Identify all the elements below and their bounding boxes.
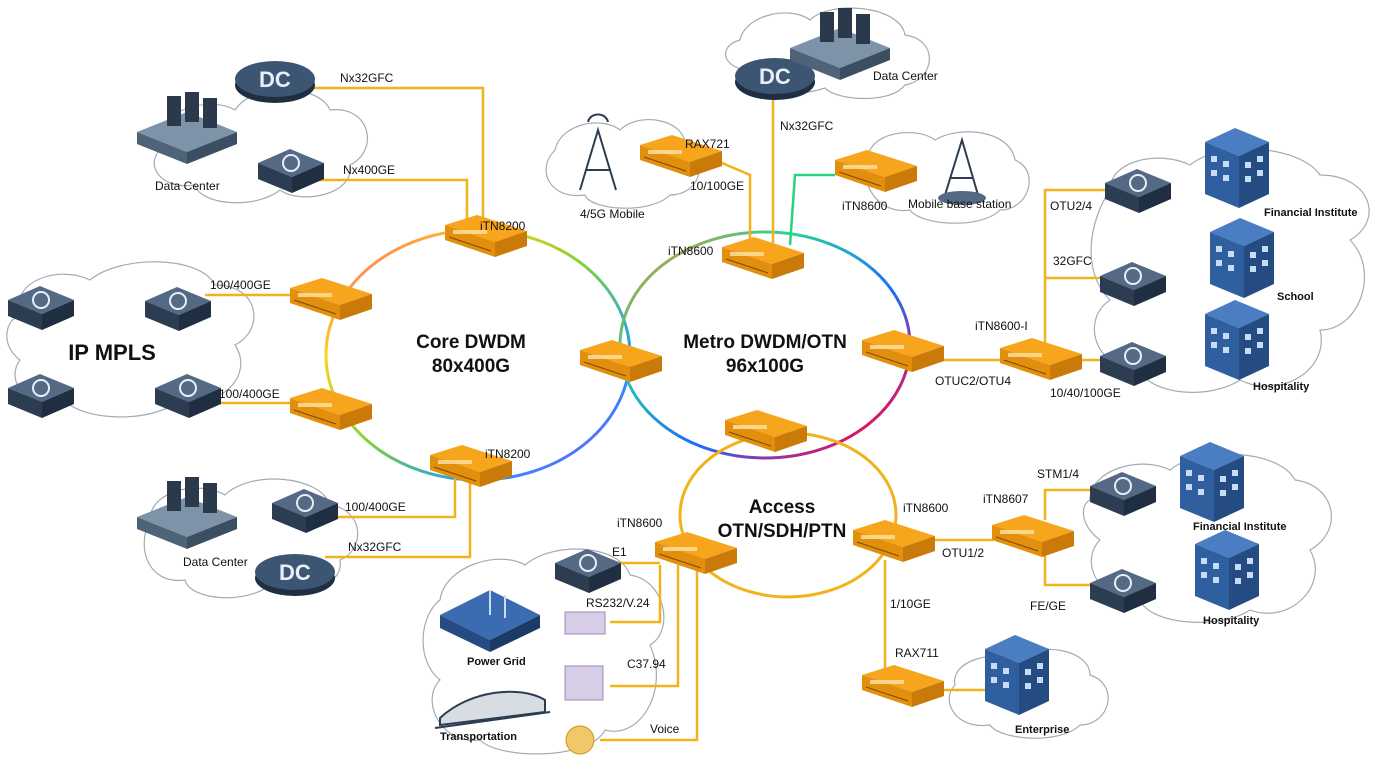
building-hospitality-2	[1195, 530, 1259, 610]
link-nx32gfc-top	[300, 86, 485, 225]
metro-ring-title: Metro DWDM/OTN	[683, 332, 847, 353]
label-metro-right: iTN8600-I	[975, 319, 1028, 333]
link-nx400ge	[300, 178, 469, 225]
label-rs232: RS232/V.24	[586, 596, 650, 610]
link-100-400-c	[320, 470, 457, 519]
building-school	[1210, 218, 1274, 298]
label-100-400-a: 100/400GE	[210, 278, 271, 292]
terminal-icon-c3794	[564, 665, 604, 701]
device-core-metro-shared	[579, 339, 663, 383]
label-metro-top: iTN8600	[668, 244, 714, 258]
device-access-right	[852, 519, 936, 563]
label-financial-2: Financial Institute	[1193, 521, 1287, 533]
label-dc-bottom-left: Data Center	[183, 555, 248, 569]
label-10-40-100ge: 10/40/100GE	[1050, 386, 1121, 400]
link-rax721	[714, 158, 752, 240]
label-32gfc: 32GFC	[1053, 254, 1092, 268]
label-otuc2-otu4: OTUC2/OTU4	[935, 374, 1011, 388]
link-mobile-bs	[788, 173, 835, 246]
label-1-10ge: 1/10GE	[890, 597, 931, 611]
link-voice	[600, 565, 699, 742]
label-nx32gfc-bottom: Nx32GFC	[348, 540, 402, 554]
label-45g-mobile: 4/5G Mobile	[580, 207, 645, 221]
link-nx32gfc-bottom	[325, 470, 472, 559]
building-financial-1	[1205, 128, 1269, 208]
tower-icon-45g	[579, 113, 617, 191]
metro-ring-capacity: 96x100G	[726, 356, 804, 377]
label-rax711: RAX711	[895, 646, 939, 660]
core-ring-title: Core DWDM	[416, 332, 526, 353]
label-100-400-c: 100/400GE	[345, 500, 406, 514]
label-nx400ge: Nx400GE	[343, 163, 395, 177]
label-transportation: Transportation	[440, 731, 517, 743]
building-hospitality-1	[1205, 300, 1269, 380]
cloud-mobile-bs	[864, 131, 1030, 224]
device-core-left-top	[289, 277, 373, 321]
label-stm1-4: STM1/4	[1037, 467, 1079, 481]
device-metro-access-shared	[724, 409, 808, 453]
label-enterprise: Enterprise	[1015, 724, 1069, 736]
label-metro-base: iTN8600	[842, 199, 888, 213]
label-100-400-b: 100/400GE	[219, 387, 280, 401]
ip-mpls-label: IP MPLS	[68, 340, 156, 365]
link-c3794	[610, 565, 680, 688]
device-itn8607	[991, 514, 1075, 558]
label-c3794: C37.94	[627, 657, 666, 671]
label-access-right: iTN8600	[903, 501, 949, 515]
dc-icon-top-left	[235, 61, 315, 103]
label-access-left: iTN8600	[617, 516, 663, 530]
label-core-bottom: iTN8200	[485, 447, 531, 461]
link-otu2-4	[1043, 188, 1110, 355]
label-mobile-bs: Mobile base station	[908, 197, 1011, 211]
label-voice: Voice	[650, 722, 680, 736]
device-core-left-bottom	[289, 387, 373, 431]
label-financial-1: Financial Institute	[1264, 207, 1358, 219]
label-itn8607: iTN8607	[983, 492, 1029, 506]
label-nx32gfc-top: Nx32GFC	[340, 71, 394, 85]
dc-icon-bottom-left	[255, 554, 335, 596]
label-otu1-2: OTU1/2	[942, 546, 984, 560]
label-rax721: RAX721	[685, 137, 730, 151]
phone-icon-voice	[565, 725, 595, 755]
device-itn8600-i	[999, 337, 1083, 381]
building-enterprise	[985, 635, 1049, 715]
label-dc-top-left: Data Center	[155, 179, 220, 193]
access-ring-tech: OTN/SDH/PTN	[718, 521, 847, 542]
device-metro-top	[721, 236, 805, 280]
access-ring-title: Access	[749, 497, 816, 518]
link-stm1-4	[1043, 488, 1090, 520]
label-power-grid: Power Grid	[467, 656, 526, 668]
tower-icon-bs	[938, 136, 986, 205]
link-fe-ge	[1043, 550, 1090, 587]
label-e1: E1	[612, 545, 627, 559]
label-nx32gfc-metro: Nx32GFC	[780, 119, 834, 133]
label-hospitality-1: Hospitality	[1253, 381, 1310, 393]
label-dc-top-right: Data Center	[873, 69, 938, 83]
building-financial-2	[1180, 442, 1244, 522]
label-hospitality-2: Hospitality	[1203, 615, 1260, 627]
train-icon	[434, 690, 551, 729]
core-ring-capacity: 80x400G	[432, 356, 510, 377]
link-rs232	[610, 565, 662, 624]
label-core-top: iTN8200	[480, 219, 526, 233]
power-grid-icon	[440, 590, 540, 652]
label-10-100ge: 10/100GE	[690, 179, 744, 193]
label-fe-ge: FE/GE	[1030, 599, 1066, 613]
label-otu2-4: OTU2/4	[1050, 199, 1092, 213]
terminal-icon-rs232	[564, 611, 606, 635]
device-rax711	[861, 664, 945, 708]
device-metro-right	[861, 329, 945, 373]
label-school: School	[1277, 291, 1314, 303]
